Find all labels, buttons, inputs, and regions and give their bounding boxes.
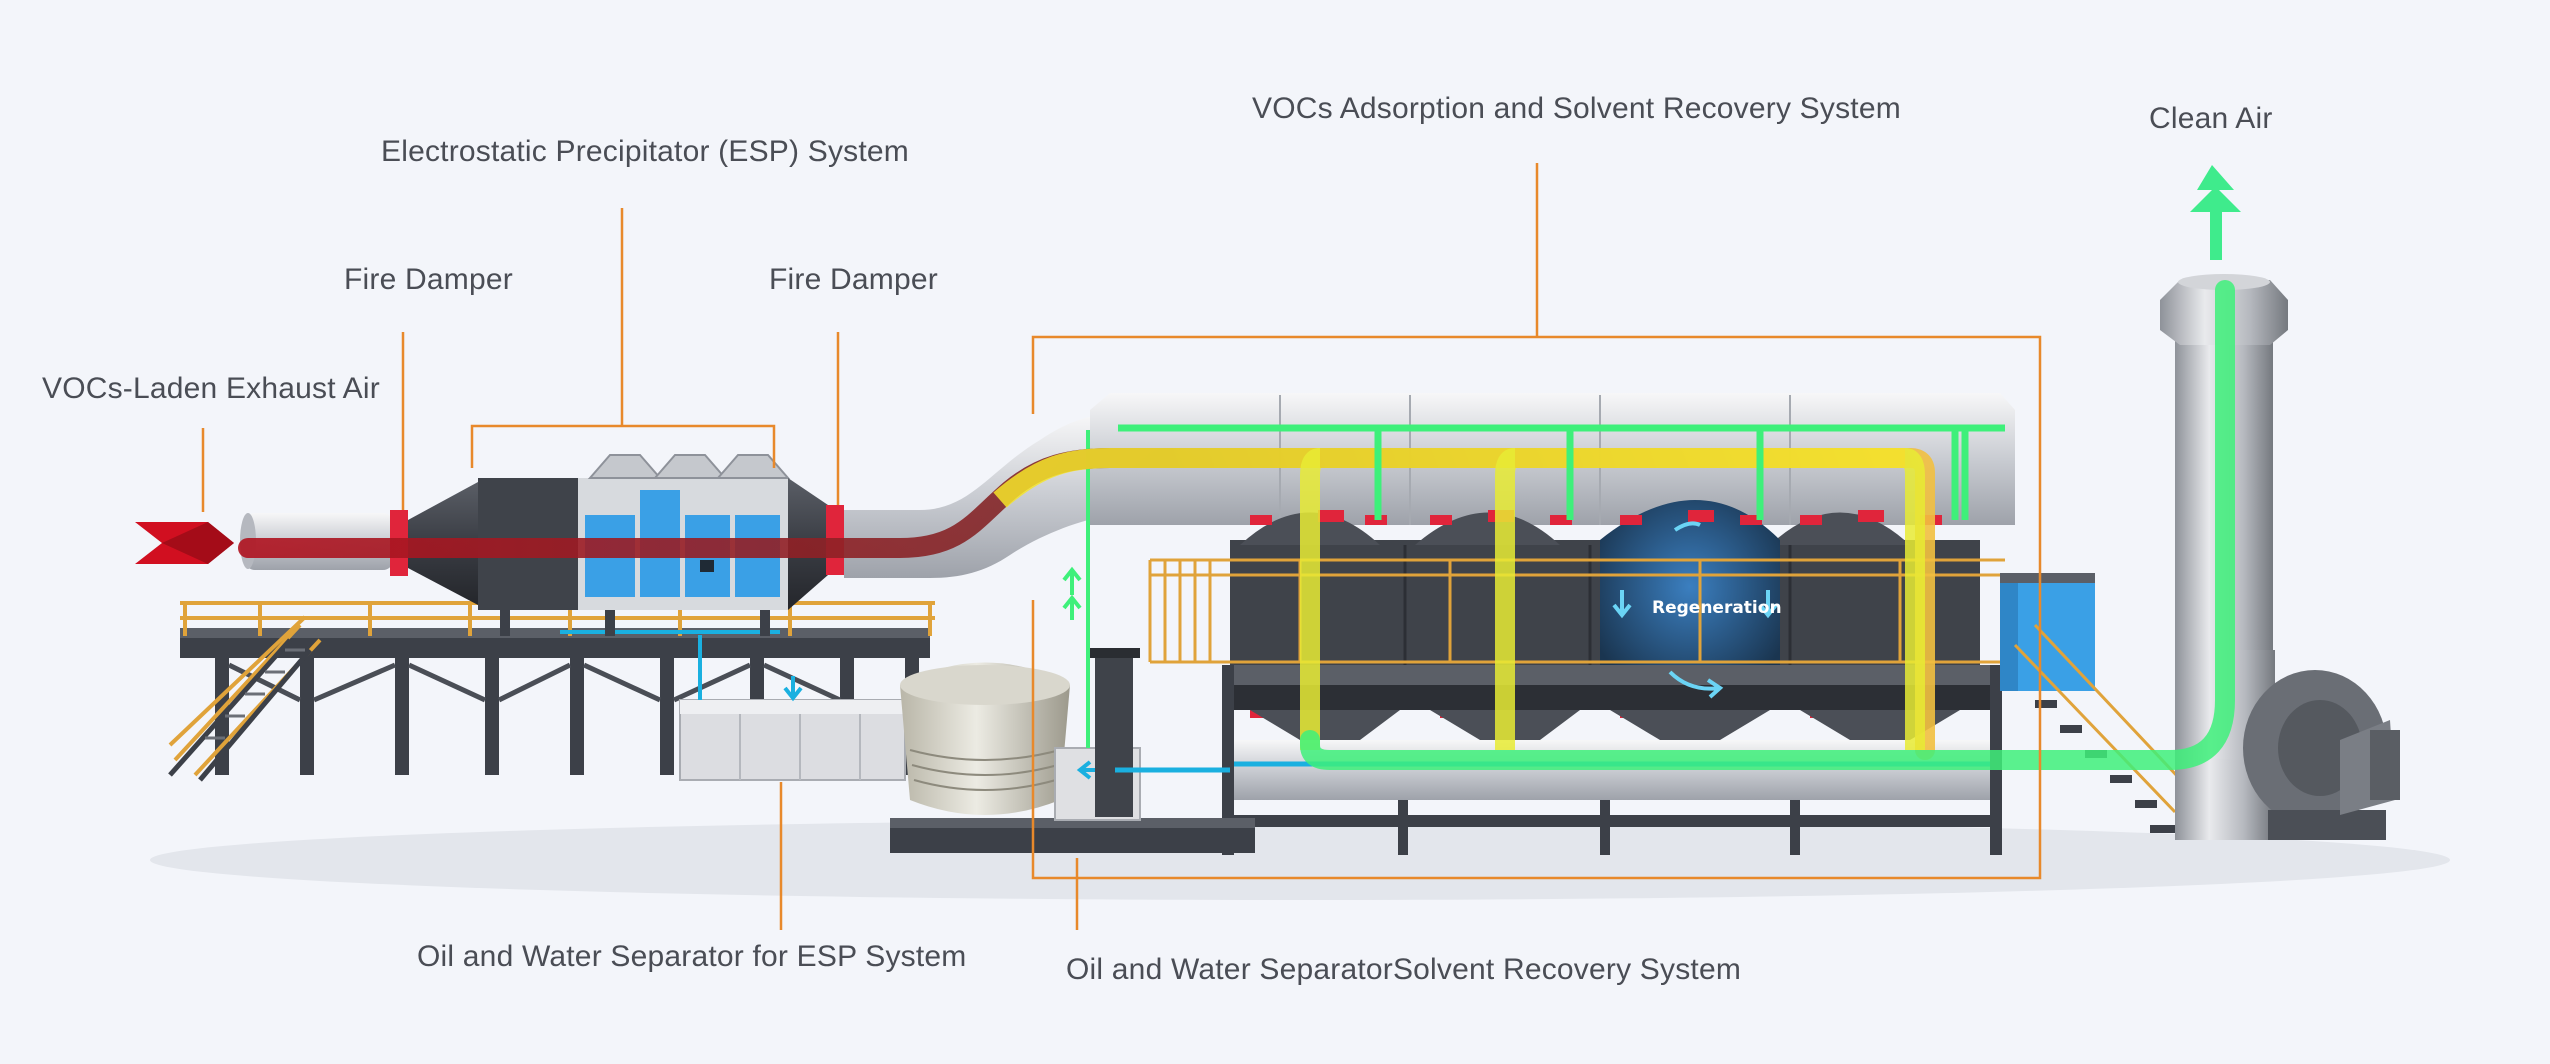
label-regeneration: Regeneration bbox=[1652, 598, 1782, 618]
regeneration-arrows-up bbox=[1062, 566, 1082, 620]
label-oil-water-separator-esp: Oil and Water Separator for ESP System bbox=[417, 940, 967, 973]
callout-lines bbox=[201, 163, 2042, 930]
esp-unit bbox=[408, 454, 828, 636]
label-vocs-adsorption-system: VOCs Adsorption and Solvent Recovery Sys… bbox=[1252, 92, 1901, 125]
contaminated-air-header bbox=[993, 448, 1905, 508]
label-fire-damper-right: Fire Damper bbox=[769, 263, 938, 296]
solvent-recovery-skid bbox=[890, 430, 1255, 853]
label-vocs-laden-exhaust-air: VOCs-Laden Exhaust Air bbox=[42, 372, 380, 405]
contaminated-air-drops bbox=[1300, 448, 1925, 750]
label-fire-damper-left: Fire Damper bbox=[344, 263, 513, 296]
connecting-duct bbox=[844, 415, 1110, 578]
label-oil-water-separator-solvent: Oil and Water SeparatorSolvent Recovery … bbox=[1066, 953, 1742, 986]
label-esp-system: Electrostatic Precipitator (ESP) System bbox=[381, 135, 909, 168]
regeneration-arrows bbox=[1612, 521, 1778, 699]
exhaust-fan bbox=[2243, 670, 2400, 840]
label-clean-air: Clean Air bbox=[2149, 102, 2273, 135]
clean-air-arrow-icon bbox=[2190, 165, 2241, 260]
esp-oil-water-separator bbox=[560, 630, 906, 781]
clean-air-collection bbox=[1300, 280, 2235, 770]
regeneration-header bbox=[1118, 424, 2005, 520]
ground-shadow bbox=[150, 820, 2450, 900]
inlet-air-arrow-icon bbox=[135, 522, 234, 564]
